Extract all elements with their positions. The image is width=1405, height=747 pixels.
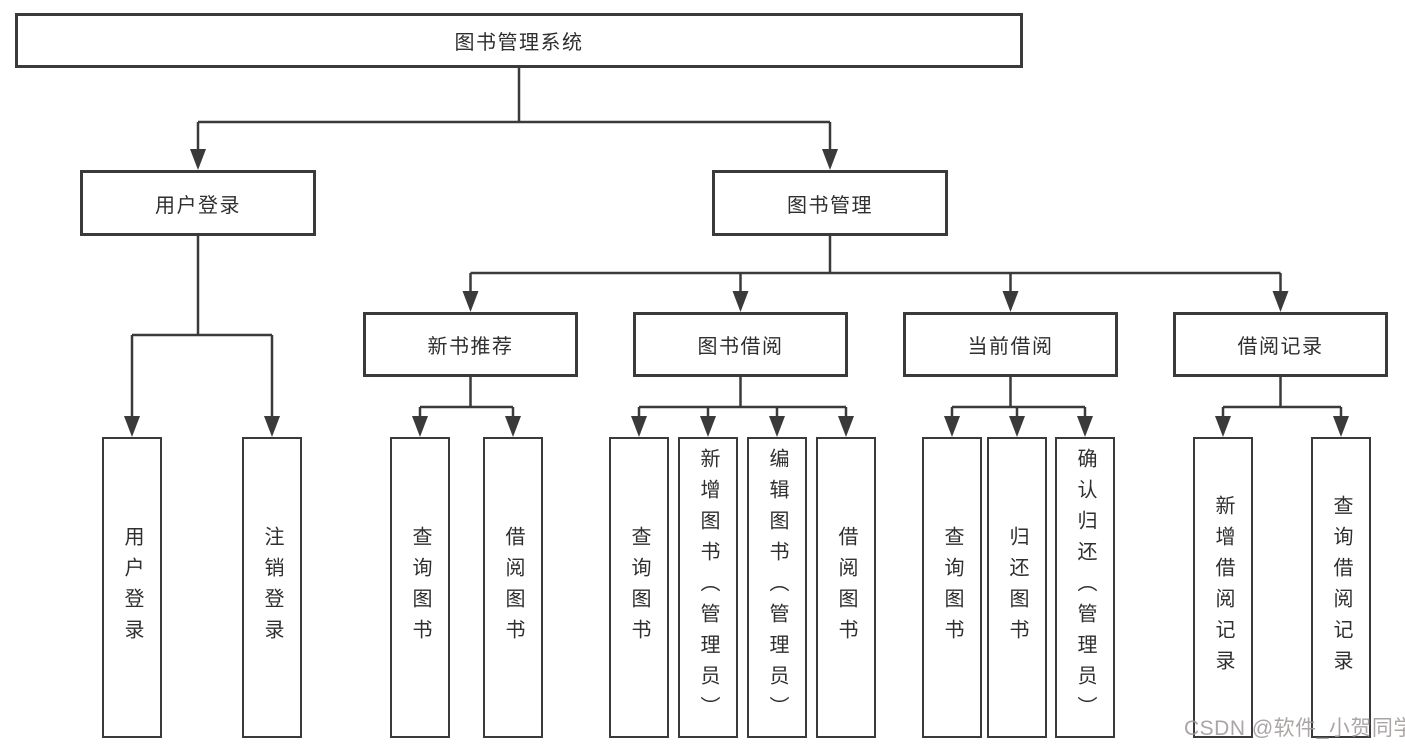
leaf-query-books-recommend-label: 查询图书: [409, 525, 431, 650]
node-user-login-label: 用户登录: [155, 194, 241, 217]
watermark: CSDN @软件_小贺同学: [1184, 717, 1405, 740]
leaf-logout: 注销登录: [242, 437, 302, 738]
leaf-add-borrow-record-label: 新增借阅记录: [1212, 494, 1234, 681]
leaf-borrow-books-recommend: 借阅图书: [483, 437, 543, 738]
leaf-borrow-books-borrowing: 借阅图书: [816, 437, 876, 738]
node-book-borrowing-label: 图书借阅: [697, 336, 784, 358]
node-book-management: 图书管理: [712, 170, 948, 236]
leaf-return-book: 归还图书: [987, 437, 1047, 738]
node-new-book-recommend: 新书推荐: [363, 312, 578, 377]
leaf-query-books-current: 查询图书: [922, 437, 982, 738]
node-library-system: 图书管理系统: [15, 13, 1023, 68]
leaf-edit-book-admin-label: 编辑图书（管理员）: [766, 448, 788, 727]
leaf-edit-book-admin: 编辑图书（管理员）: [747, 437, 807, 738]
leaf-add-book-admin: 新增图书（管理员）: [678, 437, 738, 738]
leaf-query-books-recommend: 查询图书: [390, 437, 450, 738]
node-new-book-recommend-label: 新书推荐: [427, 336, 514, 358]
leaf-return-book-label: 归还图书: [1006, 525, 1028, 650]
node-user-login: 用户登录: [80, 170, 316, 236]
leaf-add-borrow-record: 新增借阅记录: [1193, 437, 1253, 738]
leaf-confirm-return-admin-label: 确认归还（管理员）: [1074, 448, 1096, 727]
node-current-borrowing-label: 当前借阅: [967, 336, 1054, 358]
node-book-management-label: 图书管理: [787, 194, 873, 217]
leaf-user-login-label: 用户登录: [121, 525, 143, 650]
leaf-logout-label: 注销登录: [261, 525, 283, 650]
leaf-query-books-borrowing-label: 查询图书: [628, 525, 650, 650]
node-borrow-records: 借阅记录: [1173, 312, 1388, 377]
leaf-borrow-books-borrowing-label: 借阅图书: [835, 525, 857, 650]
leaf-query-borrow-record: 查询借阅记录: [1311, 437, 1371, 738]
node-library-system-label: 图书管理系统: [454, 32, 584, 54]
leaf-add-book-admin-label: 新增图书（管理员）: [697, 448, 719, 727]
leaf-query-books-borrowing: 查询图书: [609, 437, 669, 738]
leaf-query-books-current-label: 查询图书: [941, 525, 963, 650]
node-book-borrowing: 图书借阅: [633, 312, 848, 377]
node-borrow-records-label: 借阅记录: [1237, 336, 1324, 358]
leaf-borrow-books-recommend-label: 借阅图书: [502, 525, 524, 650]
node-current-borrowing: 当前借阅: [903, 312, 1118, 377]
leaf-user-login: 用户登录: [102, 437, 162, 738]
leaf-query-borrow-record-label: 查询借阅记录: [1330, 494, 1352, 681]
leaf-confirm-return-admin: 确认归还（管理员）: [1055, 437, 1115, 738]
